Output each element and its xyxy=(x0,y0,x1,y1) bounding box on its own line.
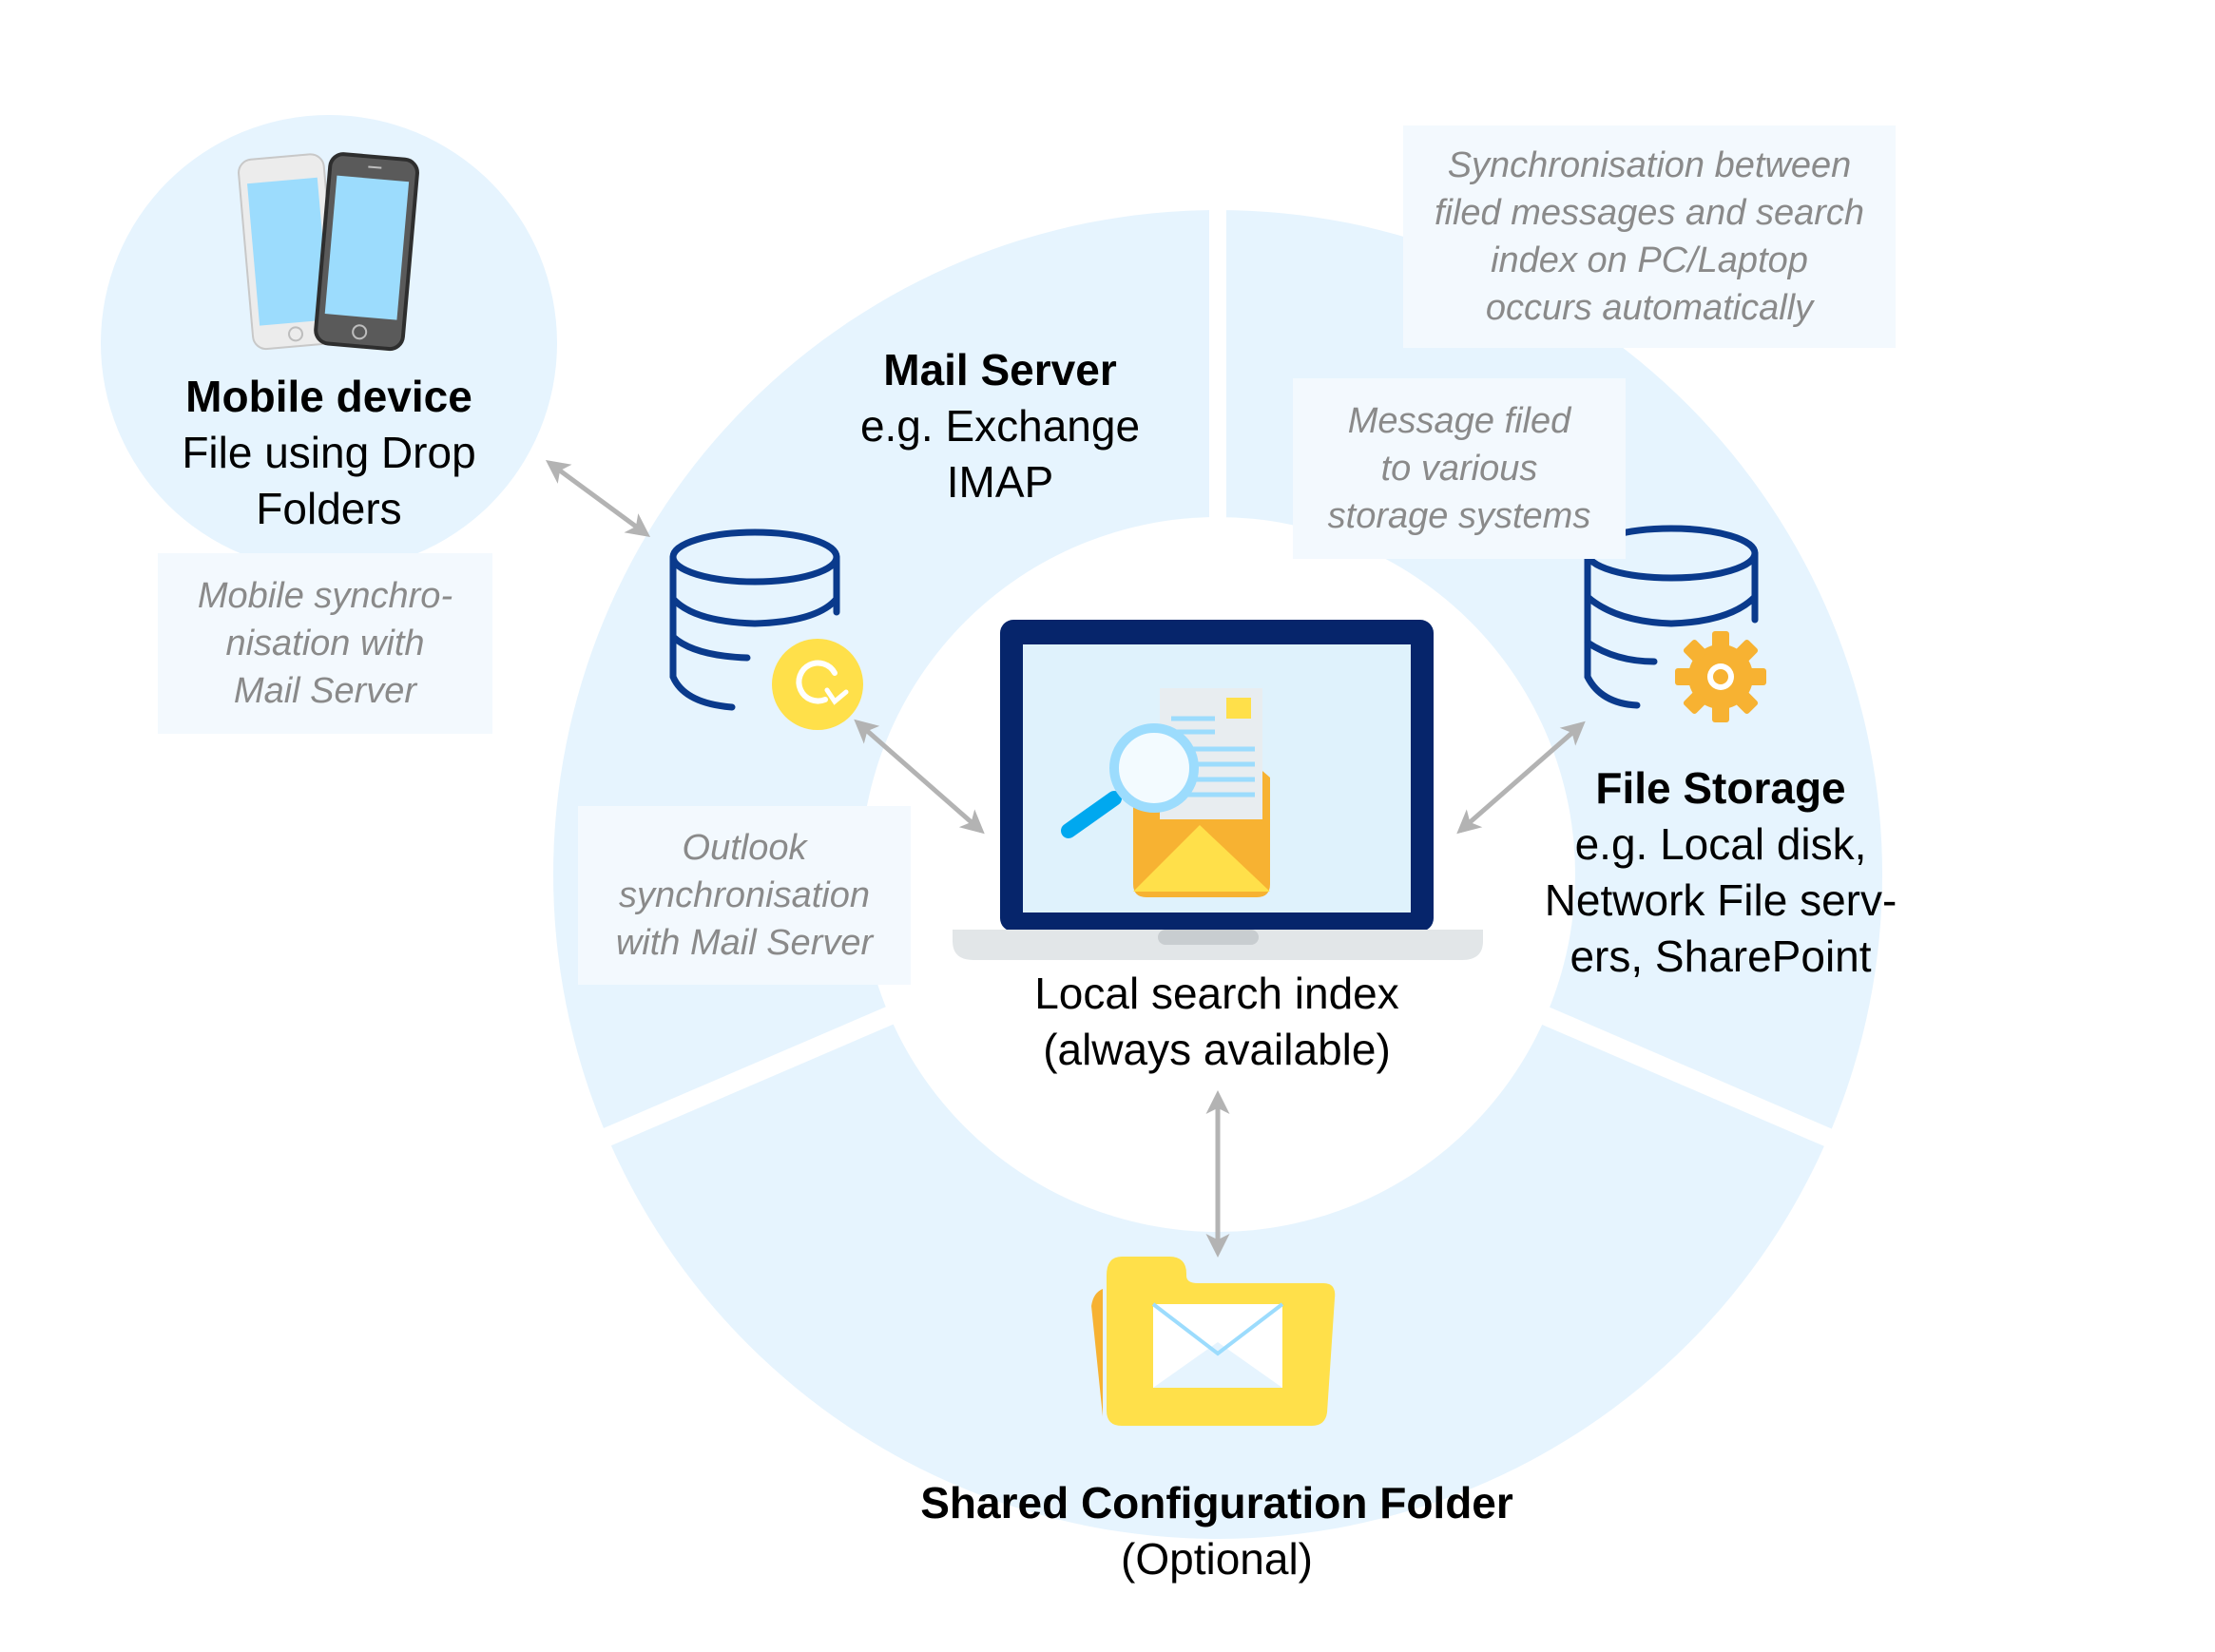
file-storage-line-3: ers, SharePoint xyxy=(1570,931,1872,981)
mail-server-line-1: e.g. Exchange xyxy=(859,400,1141,451)
arrow-laptop-filestorage xyxy=(1456,720,1586,835)
database-gear-icon xyxy=(1584,525,1766,722)
arrow-mailserver-laptop xyxy=(854,719,985,835)
smartphones-icon xyxy=(238,152,419,352)
message-filed-note: Message filed to various storage systems xyxy=(1293,378,1626,559)
arrow-mobile-mailserver xyxy=(545,460,651,537)
mail-server-line-2: IMAP xyxy=(946,456,1054,507)
note-line: storage systems xyxy=(1327,496,1591,537)
mail-server-title: Mail Server xyxy=(883,345,1117,394)
outlook-sync-note: Outlook synchronisation with Mail Server xyxy=(578,806,911,985)
shared-config-title: Shared Configuration Folder xyxy=(920,1478,1513,1527)
note-line: synchronisation xyxy=(618,874,871,915)
note-line: Synchronisation between xyxy=(1447,144,1852,185)
note-line: Mail Server xyxy=(233,671,417,712)
note-line: Mobile synchro- xyxy=(197,575,453,616)
note-line: occurs automatically xyxy=(1485,288,1814,329)
note-line: filed messages and search xyxy=(1434,192,1865,233)
database-sync-icon xyxy=(669,528,863,730)
shared-config-line-1: (Optional) xyxy=(1121,1533,1313,1584)
file-storage-line-2: Network File serv- xyxy=(1544,874,1897,925)
mail-folder-icon xyxy=(1091,1257,1336,1426)
note-line: with Mail Server xyxy=(615,923,874,964)
local-index-line-2: (always available) xyxy=(1043,1024,1391,1074)
mobile-device-line-1: File using Drop xyxy=(182,427,476,477)
note-line: index on PC/Laptop xyxy=(1491,240,1808,280)
mobile-sync-note: Mobile synchro- nisation with Mail Serve… xyxy=(158,553,492,734)
mobile-device-label: Mobile device File using Drop Folders xyxy=(139,369,519,537)
mail-server-label: Mail Server e.g. Exchange IMAP xyxy=(810,342,1190,510)
note-line: nisation with xyxy=(225,623,425,663)
file-storage-title: File Storage xyxy=(1595,763,1846,813)
shared-config-label: Shared Configuration Folder (Optional) xyxy=(837,1475,1597,1587)
laptop-mail-search-icon xyxy=(953,620,1483,960)
note-line: to various xyxy=(1380,448,1538,489)
file-storage-line-1: e.g. Local disk, xyxy=(1574,818,1867,869)
note-line: Message filed xyxy=(1347,400,1571,441)
auto-sync-note: Synchronisation between filed messages a… xyxy=(1403,125,1896,348)
mobile-device-line-2: Folders xyxy=(256,483,402,533)
local-index-line-1: Local search index xyxy=(1034,969,1399,1018)
file-storage-label: File Storage e.g. Local disk, Network Fi… xyxy=(1483,760,1958,985)
mobile-device-title: Mobile device xyxy=(185,372,472,421)
note-line: Outlook xyxy=(682,827,807,868)
local-index-label: Local search index (always available) xyxy=(979,966,1454,1078)
